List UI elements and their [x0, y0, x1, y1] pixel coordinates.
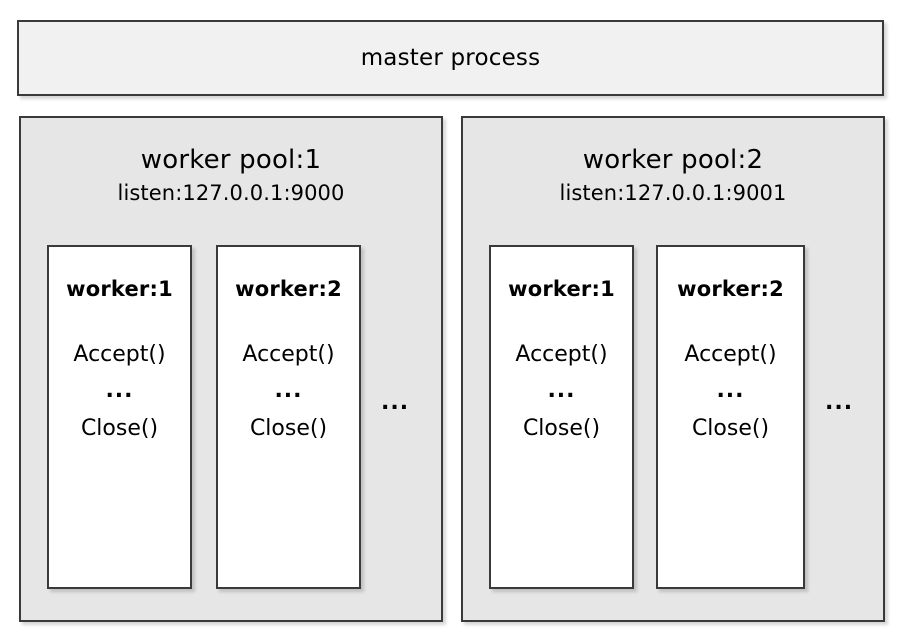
worker-pool-2-worker-1-close-call: Close() [522, 416, 601, 441]
worker-pool-1-more-workers-ellipsis: ... [381, 390, 410, 415]
worker-pool-2-worker-1-box: worker:1 Accept() ... Close() [489, 245, 634, 589]
worker-pool-2-header: worker pool:2 listen:127.0.0.1:9001 [463, 146, 883, 206]
worker-pool-1-title: worker pool:1 [140, 145, 322, 175]
worker-pool-2-worker-2-box: worker:2 Accept() ... Close() [656, 245, 805, 589]
worker-pool-2-worker-1-title: worker:1 [508, 277, 615, 301]
worker-pool-1-worker-2-close-call: Close() [249, 416, 328, 441]
worker-pool-2-title: worker pool:2 [582, 145, 764, 175]
master-process-label: master process [360, 44, 541, 71]
worker-pool-2-worker-2-title: worker:2 [677, 277, 784, 301]
worker-pool-2-worker-2-accept-call: Accept() [684, 342, 777, 367]
worker-pool-1-header: worker pool:1 listen:127.0.0.1:9000 [21, 146, 441, 206]
worker-pool-2-worker-1-ellipsis: ... [547, 378, 576, 403]
worker-pool-1-worker-1-box: worker:1 Accept() ... Close() [47, 245, 192, 589]
worker-pool-1-worker-2-accept-call: Accept() [242, 342, 335, 367]
worker-pool-2-more-workers-ellipsis: ... [825, 390, 854, 415]
worker-pool-1-listen-address: listen:127.0.0.1:9000 [117, 181, 345, 206]
worker-pool-2-worker-1-accept-call: Accept() [515, 342, 608, 367]
worker-pool-1-worker-1-close-call: Close() [80, 416, 159, 441]
worker-pool-1-worker-2-title: worker:2 [235, 277, 342, 301]
worker-pool-1-worker-2-box: worker:2 Accept() ... Close() [216, 245, 361, 589]
worker-pool-1-worker-1-ellipsis: ... [105, 378, 134, 403]
master-process-box: master process [17, 20, 884, 96]
worker-pool-2-listen-address: listen:127.0.0.1:9001 [559, 181, 787, 206]
worker-pool-2-worker-2-ellipsis: ... [716, 378, 745, 403]
worker-pool-1-worker-1-title: worker:1 [66, 277, 173, 301]
worker-pool-1-worker-2-ellipsis: ... [274, 378, 303, 403]
worker-pool-2-worker-2-close-call: Close() [691, 416, 770, 441]
worker-pool-1-worker-1-accept-call: Accept() [73, 342, 166, 367]
